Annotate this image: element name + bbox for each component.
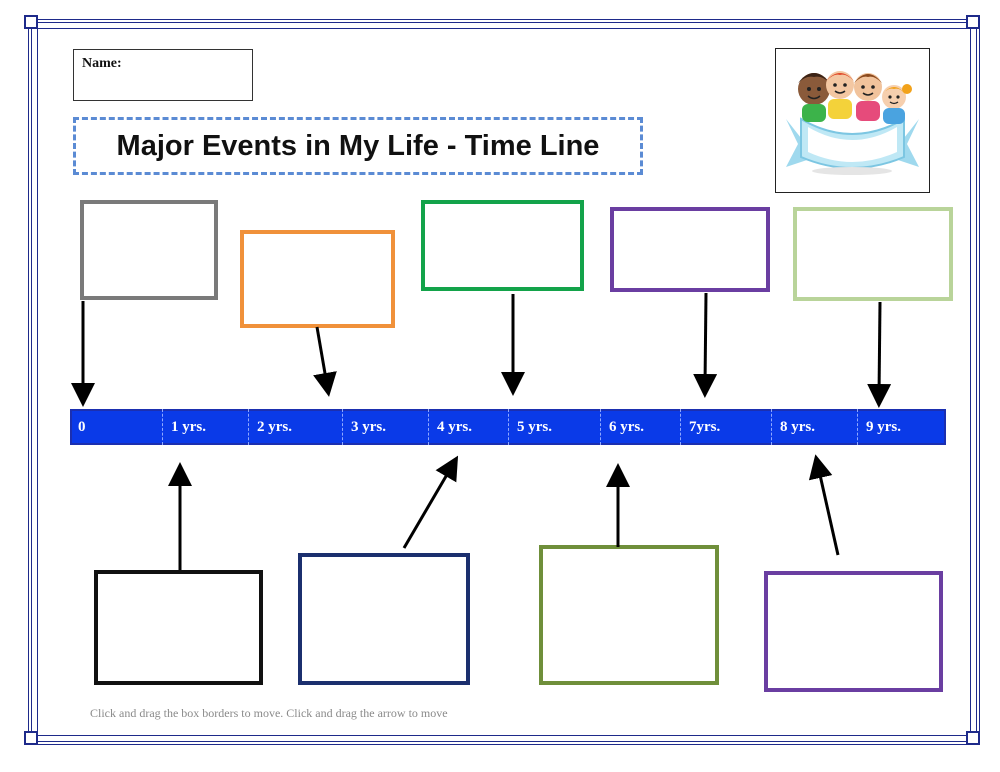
timeline-label: 8 yrs. bbox=[772, 409, 858, 445]
timeline-label: 2 yrs. bbox=[249, 409, 343, 445]
arrow[interactable] bbox=[693, 292, 718, 398]
frame-corner bbox=[24, 15, 38, 29]
timeline-label: 4 yrs. bbox=[429, 409, 509, 445]
page-frame bbox=[28, 19, 980, 745]
timeline-label: 3 yrs. bbox=[343, 409, 429, 445]
arrow[interactable] bbox=[867, 301, 892, 408]
event-box-bottom-2[interactable] bbox=[298, 553, 470, 685]
timeline-label: 9 yrs. bbox=[866, 419, 901, 435]
kids-illustration-icon bbox=[786, 71, 919, 175]
frame-corner bbox=[966, 15, 980, 29]
title-text: Major Events in My Life - Time Line bbox=[116, 129, 600, 162]
event-box-bottom-4[interactable] bbox=[764, 571, 943, 692]
arrow[interactable] bbox=[402, 455, 459, 549]
frame-corner bbox=[24, 731, 38, 745]
event-box-top-1[interactable] bbox=[80, 200, 218, 300]
frame-corner bbox=[966, 731, 980, 745]
page-title[interactable]: Major Events in My Life - Time Line bbox=[73, 117, 643, 175]
event-box-top-4[interactable] bbox=[610, 207, 770, 292]
arrow[interactable] bbox=[808, 454, 840, 556]
timeline-bar: 0 1 yrs. 2 yrs. 3 yrs. 4 yrs. 5 yrs. 6 y… bbox=[70, 409, 946, 445]
event-box-bottom-1[interactable] bbox=[94, 570, 263, 685]
arrow[interactable] bbox=[313, 326, 337, 397]
event-box-bottom-3[interactable] bbox=[539, 545, 719, 685]
event-box-top-3[interactable] bbox=[421, 200, 584, 291]
timeline-label: 7yrs. bbox=[681, 409, 772, 445]
timeline-label: 6 yrs. bbox=[601, 409, 681, 445]
timeline-label: 5 yrs. bbox=[509, 409, 601, 445]
event-box-top-2[interactable] bbox=[240, 230, 395, 328]
timeline-label: 0 bbox=[70, 409, 163, 445]
instruction-hint: Click and drag the box borders to move. … bbox=[90, 706, 448, 720]
kids-banner-image bbox=[775, 48, 930, 193]
timeline-label: 1 yrs. bbox=[163, 409, 249, 445]
event-box-top-5[interactable] bbox=[793, 207, 953, 301]
name-field[interactable]: Name: bbox=[73, 49, 253, 101]
name-label: Name: bbox=[82, 56, 122, 71]
